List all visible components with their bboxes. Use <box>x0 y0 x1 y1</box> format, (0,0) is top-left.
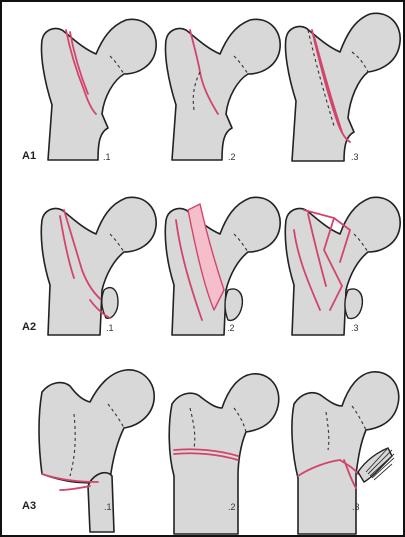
femur-a3-1 <box>30 364 160 534</box>
sub-label-a2-2: .2 <box>227 323 235 333</box>
sub-label-a2-3: .3 <box>351 323 359 333</box>
femur-a2-3 <box>274 190 404 340</box>
femur-a2-1 <box>30 190 160 340</box>
sub-label-a3-1: .1 <box>104 502 112 512</box>
femur-a3-3 <box>274 364 404 534</box>
sub-label-a1-1: .1 <box>103 152 111 162</box>
femur-a3-2 <box>154 364 284 534</box>
sub-label-a1-2: .2 <box>228 152 236 162</box>
femur-a1-3 <box>274 6 404 166</box>
sub-label-a3-2: .2 <box>228 502 236 512</box>
sub-label-a3-3: .3 <box>352 502 360 512</box>
sub-label-a1-3: .3 <box>351 152 359 162</box>
femur-a1-2 <box>154 10 284 165</box>
femur-a2-2 <box>154 190 284 340</box>
sub-label-a2-1: .1 <box>106 323 114 333</box>
femur-a1-1 <box>30 10 160 165</box>
